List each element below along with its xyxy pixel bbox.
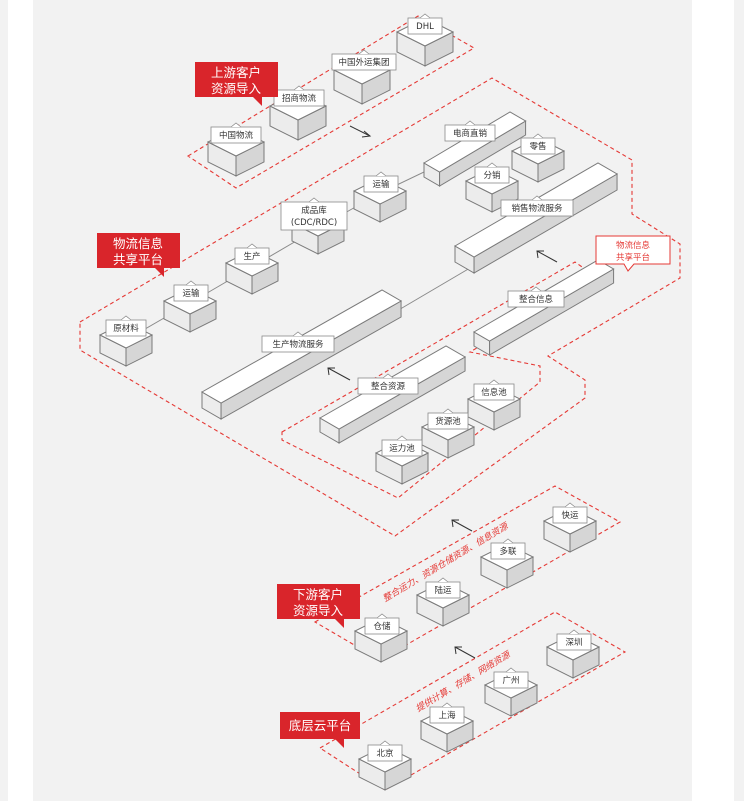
platform-callout-line1: 物流信息	[113, 236, 163, 251]
tag-express: 快运	[552, 502, 588, 524]
tag-info-pool-label: 信息池	[481, 387, 507, 398]
tag-express-label: 快运	[561, 510, 579, 521]
tag-ecommerce-label: 电商直销	[453, 128, 488, 139]
tag-shanghai: 上海	[429, 702, 465, 724]
tag-capacity-pool: 运力池	[381, 435, 423, 457]
inner-callout-line1: 物流信息	[616, 240, 651, 251]
platform-dashed-outline	[79, 77, 681, 537]
tag-transport-2-label: 运输	[372, 179, 390, 190]
tag-retail-label: 零售	[529, 141, 546, 152]
tag-integrated-resources-label: 整合资源	[371, 381, 406, 392]
tag-storage: 仓储	[364, 613, 400, 635]
tag-cmlog-label: 招商物流	[282, 93, 317, 104]
upstream-callout-line2: 资源导入	[211, 81, 262, 96]
tag-beijing-label: 北京	[376, 748, 393, 759]
tag-warehouse-line2: (CDC/RDC)	[291, 218, 337, 228]
tag-integrated-info: 整合信息	[507, 286, 565, 308]
tag-cmlog: 招商物流	[273, 85, 325, 107]
tag-sales-logistics-label: 销售物流服务	[511, 203, 563, 214]
tag-guangzhou: 广州	[493, 667, 529, 689]
integrated-info-bar	[473, 259, 615, 356]
arrow-icon	[349, 125, 372, 138]
arrow-icon	[454, 646, 476, 659]
tag-land: 陆运	[425, 577, 461, 599]
tag-raw-materials-label: 原材料	[113, 323, 139, 334]
tag-storage-label: 仓储	[373, 621, 391, 632]
tag-chinalog-label: 中国物流	[219, 130, 254, 141]
upstream-callout: 上游客户 资源导入	[195, 62, 278, 106]
tag-cargo-pool-label: 货源池	[435, 416, 461, 427]
tag-multimodal: 多联	[490, 538, 526, 560]
ecommerce-bar	[423, 111, 527, 187]
platform-callout: 物流信息 共享平台	[97, 233, 180, 277]
downstream-callout-line1: 下游客户	[293, 587, 343, 602]
platform-inner-dashed-outline	[281, 261, 593, 499]
left-margin-strip	[0, 0, 8, 801]
tag-capacity-pool-label: 运力池	[389, 443, 415, 454]
tag-guangzhou-label: 广州	[502, 675, 519, 686]
tag-production: 生产	[234, 243, 270, 265]
tag-dhl: DHL	[407, 13, 443, 35]
arrow-icon	[451, 519, 473, 532]
platform-inner-callout: 物流信息 共享平台	[595, 235, 671, 272]
tag-retail: 零售	[520, 133, 556, 155]
platform-callout-line2: 共享平台	[113, 252, 163, 267]
tag-transport-1: 运输	[173, 280, 209, 302]
cloud-callout-label: 底层云平台	[289, 718, 352, 733]
cloud-callout: 底层云平台	[280, 712, 360, 748]
tag-shenzhen: 深圳	[556, 629, 592, 651]
arrow-icon	[327, 367, 351, 381]
tag-shenzhen-label: 深圳	[565, 637, 582, 648]
tag-transport-1-label: 运输	[182, 288, 200, 299]
tag-beijing: 北京	[367, 740, 403, 762]
upstream-callout-line1: 上游客户	[211, 65, 261, 80]
tag-raw-materials: 原材料	[105, 315, 147, 337]
tag-multimodal-label: 多联	[499, 546, 517, 557]
tag-chinalog: 中国物流	[210, 122, 262, 144]
tag-info-pool: 信息池	[473, 379, 515, 401]
downstream-callout-line2: 资源导入	[293, 603, 344, 618]
arrow-icon	[536, 250, 558, 263]
tag-land-label: 陆运	[434, 585, 452, 596]
tag-dhl-label: DHL	[416, 22, 434, 32]
tag-sinotrans-label: 中国外运集团	[338, 57, 389, 68]
downstream-callout: 下游客户 资源导入	[277, 584, 360, 628]
tag-integrated-info-label: 整合信息	[519, 294, 554, 305]
right-margin-strip	[734, 0, 744, 801]
tag-sinotrans: 中国外运集团	[331, 49, 397, 71]
tag-integrated-resources: 整合资源	[357, 373, 419, 395]
tag-production-label: 生产	[243, 251, 260, 262]
tag-sales-logistics: 销售物流服务	[500, 195, 574, 217]
tag-production-logistics: 生产物流服务	[261, 331, 335, 353]
tag-transport-2: 运输	[363, 171, 399, 193]
tag-distribution-label: 分销	[483, 170, 501, 181]
tag-shanghai-label: 上海	[438, 710, 456, 721]
tag-warehouse-line1: 成品库	[301, 205, 327, 216]
tag-distribution: 分销	[474, 162, 510, 184]
tag-ecommerce: 电商直销	[444, 120, 496, 142]
tag-cargo-pool: 货源池	[427, 408, 469, 430]
tag-warehouse: 成品库 (CDC/RDC)	[280, 197, 348, 231]
tag-production-logistics-label: 生产物流服务	[272, 339, 324, 350]
inner-callout-line2: 共享平台	[616, 252, 650, 263]
